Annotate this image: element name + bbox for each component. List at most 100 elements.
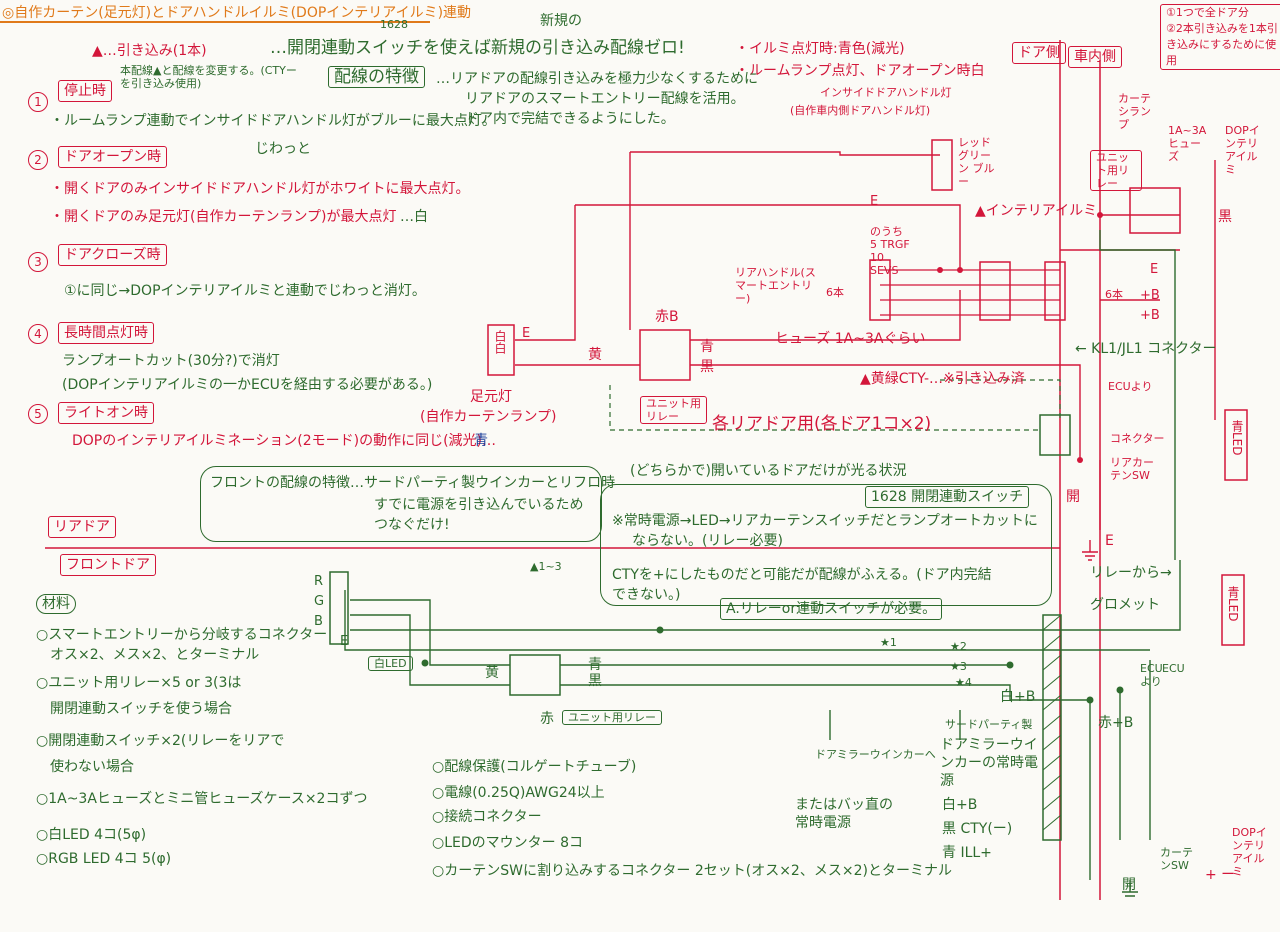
rgb-led-front: [329, 571, 349, 645]
mode-4-desc: ランプオートカット(30分?)で消灯: [62, 353, 280, 369]
illumi-on-note: ・イルミ点灯時:青色(減光): [735, 41, 905, 57]
shiro-b-label-2: 白+B: [942, 797, 978, 813]
e-label-4: E: [1105, 533, 1114, 549]
interior-illumi-label: ▲インテリアイルミ: [975, 203, 1098, 219]
aka-b-label: 赤B: [655, 309, 679, 325]
mode-5-title: ライトオン時: [58, 402, 154, 424]
green-wire-6: [560, 684, 1091, 880]
fuse-label: ヒューズ 1A~3Aぐらい: [775, 331, 926, 347]
aka-label: 赤: [540, 711, 554, 727]
mode-4-desc-2: (DOPインテリアイルミの一かECUを経由する必要がある。): [62, 377, 433, 393]
mode-4-number: 4: [28, 324, 48, 344]
mata-label: またはバッ直の常時電源: [795, 797, 893, 831]
kuro-cty-label: 黒 CTY(ー): [942, 821, 1013, 837]
kuro-label-3: 黒: [588, 673, 602, 689]
material-item-left: ○RGB LED 4コ 5(φ): [36, 851, 172, 867]
curtain-sw-label: カーテンSW: [1160, 846, 1193, 872]
relay-car: [1129, 187, 1181, 234]
door-mirror-label: ドアミラーウインカーの常時電源: [940, 737, 1038, 789]
connector-car: [1044, 261, 1066, 321]
blue-led-label: 青LED: [1230, 420, 1244, 456]
wiring-feature-text-2: リアドアのスマートエントリー配線を活用。: [465, 91, 745, 107]
relay-from-label: リレーから→: [1090, 565, 1172, 581]
unit-relay-label: ユニット用リレー: [640, 396, 707, 424]
ecu-yori-label-2: ECUより: [1140, 662, 1163, 688]
material-item-right: ○LEDのマウンター 8コ: [432, 835, 583, 851]
mode-5-number: 5: [28, 404, 48, 424]
mode-3-number: 3: [28, 252, 48, 272]
front-feature-text-2: すでに電源を引き込んでいるため: [374, 497, 584, 513]
door-side-label: ドア側: [1012, 42, 1066, 64]
connector-rear: [869, 259, 891, 321]
plus-b-label-2: +B: [1140, 308, 1160, 323]
b-label: B: [314, 614, 323, 629]
red-wire-e: [575, 204, 961, 270]
star-1: ★1: [880, 636, 897, 649]
wire-count-left: 6本: [826, 286, 844, 299]
connector-green: [1039, 414, 1071, 456]
car-side-notes: ①1つで全ドア分 ②2本引き込みを1本引き込みにするために使用: [1160, 4, 1280, 70]
front-feature-text-3: つなぐだけ!: [374, 517, 450, 533]
material-item-left: ○スマートエントリーから分岐するコネクター: [36, 627, 328, 643]
e-label-3: E: [522, 326, 531, 341]
grommet-hatch: [1042, 614, 1062, 831]
red-wire-3: [515, 205, 576, 341]
rear-handle-label: リアハンドル(スマートエントリー): [735, 266, 816, 305]
material-item-right: ○接続コネクター: [432, 809, 542, 825]
green-wire-3: [350, 614, 510, 686]
connector-numbers: のうち 5 TRGF 10 SEVS: [870, 225, 910, 277]
wiring-feature-box: 配線の特徴: [328, 66, 425, 88]
front-feature-text-1: フロントの配線の特徴…サードパーティ製ウインカーとリフロ時: [210, 475, 616, 491]
car-side-label: 車内側: [1068, 46, 1122, 68]
ground-symbol-1: [1082, 540, 1098, 561]
ashimoto-sub-label: (自作カーテンランプ): [420, 409, 557, 425]
ground-symbol-2: [1122, 880, 1138, 897]
two-pull-note: ②2本引き込みを1本引き込みにするために使用: [1166, 22, 1278, 67]
third-party-label: サードパーティ製: [945, 718, 1033, 731]
dop-illumi-label-2: DOPインテリアイルミ: [1232, 826, 1267, 878]
connector-label: コネクター: [1110, 432, 1165, 445]
room-lamp-note: ・ルームランプ点灯、ドアオープン時白: [735, 63, 985, 79]
kuro-label-2: 黒: [1218, 209, 1232, 225]
mode-2-number: 2: [28, 150, 48, 170]
grommet-label: グロメット: [1090, 597, 1160, 613]
new-tag: 新規の: [540, 13, 582, 29]
star-2: ★2: [950, 640, 967, 653]
ao-label: 青: [700, 339, 714, 355]
mode-4-title: 長時間点灯時: [58, 322, 154, 344]
mode-1-title: 停止時: [58, 80, 112, 102]
unit-relay-label-front: ユニット用リレー: [562, 710, 662, 725]
mode-1-note: 本配線▲と配線を変更する。(CTYーを引き込み使用): [120, 64, 297, 90]
one-to-three-label: ▲1~3: [530, 560, 562, 573]
mode-1-tail: じわっと: [255, 141, 311, 157]
pull-in-legend: ▲…引き込み(1本): [92, 43, 207, 59]
wiring-feature-text-3: ドア内で完結できるようにした。: [465, 111, 675, 127]
e-label-5: E: [340, 634, 349, 649]
material-item-right: ○配線保護(コルゲートチューブ): [432, 759, 637, 775]
rear-curtain-sw-label: リアカーテンSW: [1110, 456, 1154, 482]
rgb-handle-led: [931, 139, 953, 191]
material-item-left: ○白LED 4コ(5φ): [36, 827, 147, 843]
materials-title: 材料: [36, 594, 76, 614]
blue-led-bottom: [1221, 574, 1245, 646]
ao-ill-label: 青 ILL+: [942, 845, 992, 861]
door-mirror-to-label: ドアミラーウインカーへ: [815, 748, 936, 761]
ki-label: 黄: [588, 347, 602, 363]
blue-led-label-2: 青LED: [1226, 586, 1240, 622]
green-wire-2: [350, 599, 510, 666]
rear-door-label: リアドア: [48, 516, 116, 538]
star-3: ★3: [950, 660, 967, 673]
inside-handle-label: インサイドドアハンドル灯: [820, 86, 952, 99]
shiro-b-label: 白+B: [1000, 689, 1036, 705]
mode-2-title: ドアオープン時: [58, 146, 168, 168]
rgb-wire-label: レッド グリーン ブルー: [958, 136, 995, 188]
middle-note-line-3: CTYを+にしたものだと可能だが配線がふえる。(ドア内完結: [612, 567, 992, 583]
relay-rear: [639, 329, 691, 381]
mode-2-desc-2: ・開くドアのみ足元灯(自作カーテンランプ)が最大点灯: [50, 209, 397, 225]
plus-minus-label: + ー: [1205, 867, 1236, 883]
mode-3-title: ドアクローズ時: [58, 244, 167, 266]
middle-note-line-1: ※常時電源→LED→リアカーテンスイッチだとランプオートカットに: [612, 513, 1038, 529]
connector-mid: [979, 261, 1011, 321]
